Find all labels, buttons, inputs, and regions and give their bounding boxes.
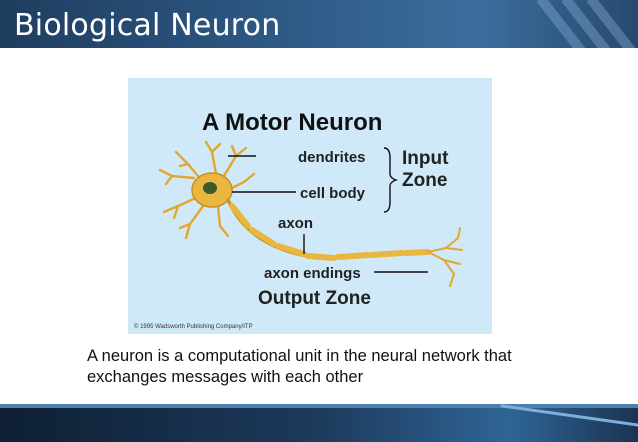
nucleus-drawing	[203, 182, 217, 194]
axon-label: axon	[278, 215, 313, 232]
axon-drawing	[226, 198, 431, 261]
axon-endings-drawing	[427, 227, 463, 287]
input-zone-label-1: Input	[402, 148, 449, 169]
figure-heading: A Motor Neuron	[202, 109, 382, 136]
output-zone-label: Output Zone	[258, 288, 371, 309]
caption-line-1: A neuron is a computational unit in the …	[87, 347, 512, 365]
copyright-text: © 1995 Wadsworth Publishing Company/ITP	[134, 323, 253, 330]
caption-line-2: exchanges messages with each other	[87, 368, 364, 386]
footer-bar	[0, 404, 638, 442]
slide-caption: A neuron is a computational unit in the …	[87, 346, 587, 388]
motor-neuron-figure: A Motor Neuron dendrites cell body Input…	[128, 78, 492, 334]
axon-endings-label: axon endings	[264, 265, 361, 282]
cell-body-label: cell body	[300, 185, 366, 202]
slide-title: Biological Neuron	[14, 8, 281, 43]
dendrites-drawing	[158, 140, 256, 240]
input-zone-bracket	[383, 147, 399, 213]
dendrites-label: dendrites	[298, 149, 366, 166]
title-bar: Biological Neuron	[0, 0, 638, 48]
input-zone-label-2: Zone	[402, 170, 447, 191]
